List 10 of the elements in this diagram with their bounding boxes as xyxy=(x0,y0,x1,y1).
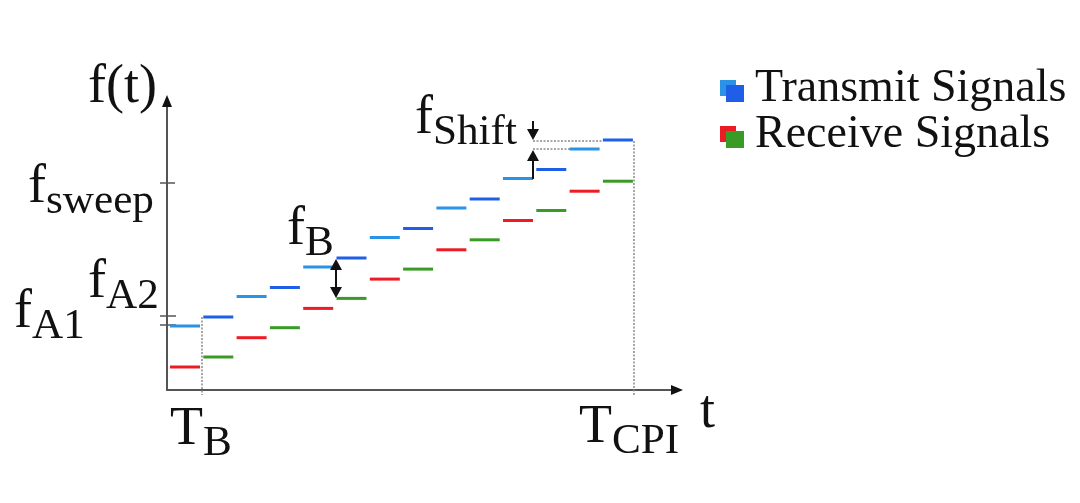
axis-label: f(t) xyxy=(88,55,157,113)
tick-label: f$_{A2}$ xyxy=(88,250,159,318)
legend-label: Transmit Signals xyxy=(755,63,1067,109)
tick-label: T$_{CPI}$ xyxy=(579,395,680,463)
tick-label: f$_{sweep}$ xyxy=(28,155,154,223)
tick-label: f$_{A1}$ xyxy=(14,280,85,348)
dimension-label: f$_{B}$ xyxy=(287,197,334,265)
tick-label: T$_{B}$ xyxy=(170,397,232,465)
axis-label: t xyxy=(700,380,715,438)
dimension-label: f$_{Shift}$ xyxy=(415,86,517,154)
